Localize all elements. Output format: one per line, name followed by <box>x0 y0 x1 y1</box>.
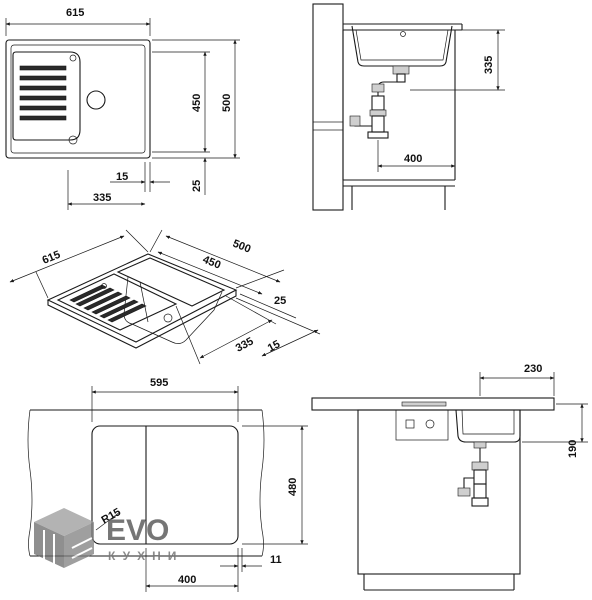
top-plan-view: 615 450 500 25 15 335 <box>5 7 240 210</box>
iso-dim-bowl-depth: 450 <box>201 254 223 272</box>
dim-cutout-width: 595 <box>150 377 168 389</box>
cube-logo-icon <box>34 508 94 568</box>
dim-bowl-offset: 15 <box>116 171 128 183</box>
dim-width: 615 <box>66 7 84 19</box>
isometric-view: 615 500 450 25 335 15 <box>9 229 321 365</box>
wall <box>312 3 344 211</box>
cutout-outline <box>91 425 239 545</box>
drainer-area <box>12 51 81 141</box>
bowl-section-cabinet <box>455 409 521 443</box>
tap-hole <box>69 54 77 62</box>
overflow-hole <box>68 135 78 145</box>
cabinet <box>357 409 521 575</box>
dim-bowl-depth: 450 <box>191 94 203 112</box>
dim-edge-gap: 11 <box>270 554 282 566</box>
drainer-ribs <box>19 65 67 121</box>
iso-dim-width: 615 <box>41 249 63 267</box>
cabinet-section-view: 230 190 <box>311 363 588 591</box>
drain-hole <box>86 90 106 110</box>
dim-depth: 500 <box>221 94 233 112</box>
dim-drainer-width: 335 <box>93 192 111 204</box>
sink-inner-rim <box>10 44 146 154</box>
iso-dim-edge-offset: 25 <box>274 295 286 307</box>
side-section-view: 335 400 <box>312 3 505 211</box>
logo-tagline: КУХНИ <box>108 549 183 563</box>
drainer-ribs-iso <box>69 284 147 323</box>
dim-drain-offset: 400 <box>404 153 422 165</box>
dim-bowl-height: 335 <box>483 56 495 74</box>
dim-cabinet-width: 400 <box>178 574 196 586</box>
iso-dim-depth: 500 <box>231 238 253 256</box>
dim-bowl-depth-cabinet: 190 <box>567 440 579 458</box>
cutout-plan-view: 595 480 R15 400 11 <box>27 377 308 592</box>
evo-logo: EVO КУХНИ <box>34 508 183 568</box>
dim-edge-offset: 25 <box>191 180 203 192</box>
logo-wordmark: EVO <box>106 514 169 547</box>
dim-cutout-depth: 480 <box>287 478 299 496</box>
sink-outline <box>5 39 151 159</box>
dim-bowl-width: 230 <box>524 363 542 375</box>
iso-dim-bowl-offset: 15 <box>266 338 282 354</box>
